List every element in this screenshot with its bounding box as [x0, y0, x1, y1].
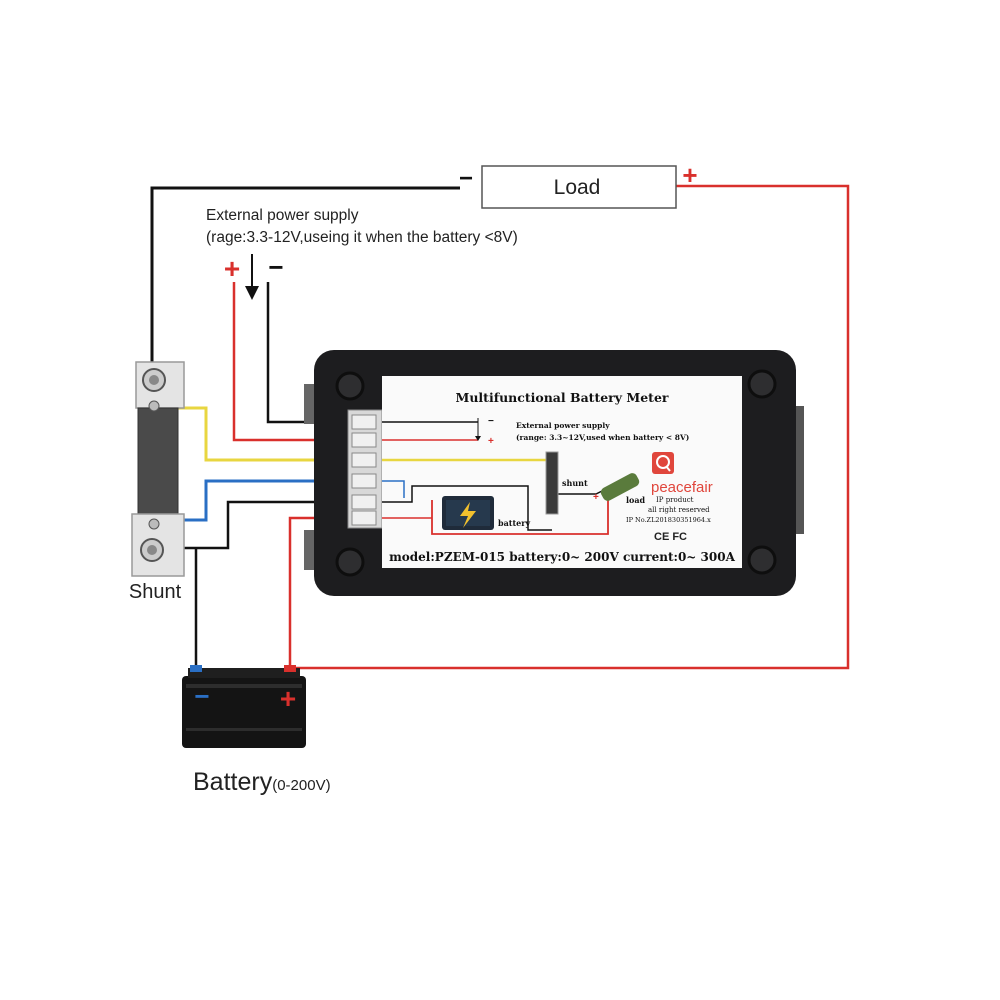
battery-label-name: Battery	[193, 768, 273, 796]
meter-ext-supply-title: External power supply	[516, 421, 610, 430]
meter-screw-icon	[747, 369, 777, 399]
load-label: Load	[554, 176, 601, 199]
load-minus-sign: −	[459, 165, 473, 192]
meter-ext-supply-note: (range: 3.3~12V,used when battery < 8V)	[516, 433, 689, 442]
meter-shunt-label: shunt	[562, 478, 588, 488]
meter-load-resistor-icon: +	[593, 473, 640, 503]
meter-screw-icon	[747, 545, 777, 575]
battery-component	[182, 665, 306, 748]
meter-battery-label: battery	[498, 518, 530, 528]
certification-marks: CE FC	[654, 531, 687, 543]
external-supply-plus-sign: +	[224, 253, 240, 284]
meter-ext-minus: −	[488, 416, 494, 427]
wire-shunt-to-load-negative	[150, 186, 460, 372]
meter-model-line: model:PZEM-015 battery:0~ 200V current:0…	[389, 550, 736, 564]
external-supply-title: External power supply	[206, 207, 359, 224]
meter-shunt-icon	[545, 451, 559, 515]
meter-inner-wire-blue	[382, 480, 405, 498]
battery-label: Battery(0-200V)	[193, 768, 331, 796]
svg-text:+: +	[593, 492, 599, 503]
external-supply-arrow-icon	[245, 254, 259, 300]
meter-lightning-icon	[460, 502, 476, 528]
shunt-component	[131, 361, 185, 577]
meter-inner-wire-red-loop	[431, 500, 609, 535]
shunt-label: Shunt	[129, 581, 182, 603]
load-box	[481, 165, 677, 209]
brand-rights: all right reserved	[648, 506, 710, 514]
wire-shunt-bottom-to-meter	[168, 500, 352, 550]
meter-screw-icon	[335, 371, 365, 401]
meter-terminal-block	[347, 409, 383, 529]
external-supply-note: (rage:3.3-12V,useing it when the battery…	[206, 229, 518, 246]
meter-ext-plus: +	[488, 436, 494, 447]
battery-label-range: (0-200V)	[272, 777, 330, 794]
meter-label-panel	[382, 376, 742, 568]
meter-ext-arrow-icon	[475, 418, 481, 441]
battery-meter: Multifunctional Battery Meter − + Extern…	[304, 350, 804, 596]
wire-yellow-sense-1	[170, 406, 352, 462]
wire-load-positive-to-battery	[288, 184, 850, 670]
wire-blue-sense	[165, 479, 352, 522]
brand-logo-icon	[652, 452, 674, 474]
meter-screw-icon	[335, 547, 365, 577]
meter-load-label: load	[626, 495, 646, 505]
brand-name: peacefair	[651, 479, 713, 496]
brand-ip-product: IP product	[656, 496, 694, 504]
brand-patent: IP No.ZL201830351964.x	[626, 516, 711, 524]
meter-title: Multifunctional Battery Meter	[456, 390, 669, 405]
meter-inner-wire-black-2	[382, 485, 552, 531]
battery-minus-sign: −	[194, 681, 209, 711]
battery-plus-sign: +	[280, 683, 296, 714]
wire-external-supply-positive	[232, 282, 352, 442]
external-supply-minus-sign: −	[268, 252, 283, 282]
load-plus-sign: +	[682, 160, 697, 190]
